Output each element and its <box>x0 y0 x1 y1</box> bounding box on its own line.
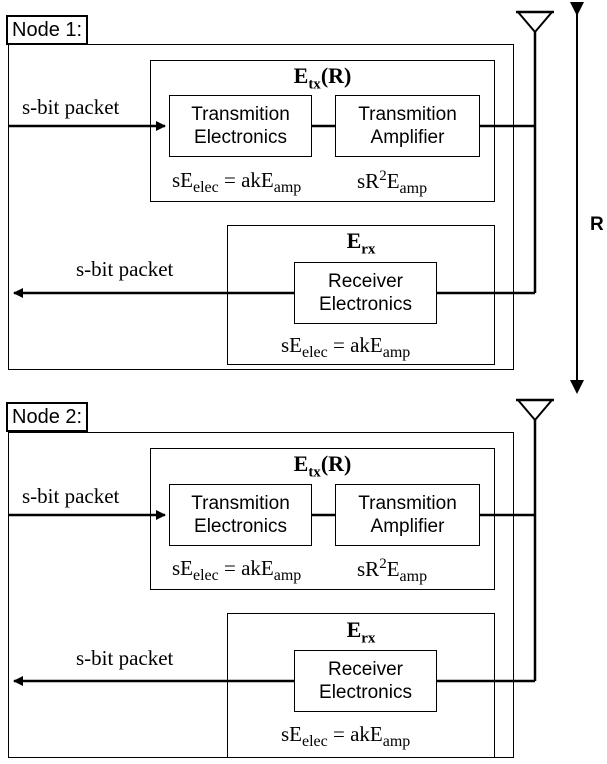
node-1-tx-title-main: E <box>293 63 309 88</box>
node-2-receiver-electronics-block: Receiver Electronics <box>294 650 437 712</box>
node-1-tx-amp-equation: sR2Eamp <box>357 168 428 198</box>
distance-label: R <box>590 214 604 235</box>
node-1-transmit-electronics-line2: Electronics <box>194 127 287 148</box>
node-1-label: Node 1: <box>6 15 89 45</box>
node-2-transmit-electronics-block: Transmition Electronics <box>169 484 312 546</box>
node-2-rx-output-label: s-bit packet <box>76 646 174 670</box>
node-1-transmit-amplifier-block: Transmition Amplifier <box>335 95 480 157</box>
node-1-rx-output-label: s-bit packet <box>76 257 174 281</box>
node-2-rx-title: Erx <box>346 617 376 647</box>
node-2-label: Node 2: <box>6 402 89 432</box>
node-1-tx-input-label: s-bit packet <box>22 95 120 119</box>
node-1-rx-equation: sEelec = akEamp <box>281 333 411 362</box>
node-1-receiver-line1: Receiver <box>328 271 403 292</box>
node-1-tx-elec-equation: sEelec = akEamp <box>172 168 302 197</box>
node-2-tx-input-label: s-bit packet <box>22 484 120 508</box>
node-2-antenna-icon <box>515 399 555 422</box>
node-2-tx-amp-equation: sR2Eamp <box>357 556 428 586</box>
node-1-transmit-electronics-block: Transmition Electronics <box>169 95 312 157</box>
node-1-antenna-icon <box>515 11 555 34</box>
node-1-transmit-amplifier-line1: Transmition <box>358 104 457 125</box>
node-1-transmit-electronics-line1: Transmition <box>191 104 290 125</box>
node-1-transmit-amplifier-line2: Amplifier <box>370 127 445 148</box>
node-1-rx-title: Erx <box>346 228 376 258</box>
node-1-receiver-electronics-block: Receiver Electronics <box>294 262 437 324</box>
node-2-tx-title: Etx(R) <box>293 451 352 481</box>
node-1-tx-title: Etx(R) <box>150 63 495 93</box>
node-1-tx-title-sub: tx <box>308 76 321 93</box>
node-2-transmit-amplifier-block: Transmition Amplifier <box>335 484 480 546</box>
node-1-receiver-line2: Electronics <box>319 294 412 315</box>
node-2-tx-elec-equation: sEelec = akEamp <box>172 556 302 585</box>
node-2-rx-equation: sEelec = akEamp <box>281 722 411 751</box>
node-1-tx-title-arg: (R) <box>320 63 352 88</box>
